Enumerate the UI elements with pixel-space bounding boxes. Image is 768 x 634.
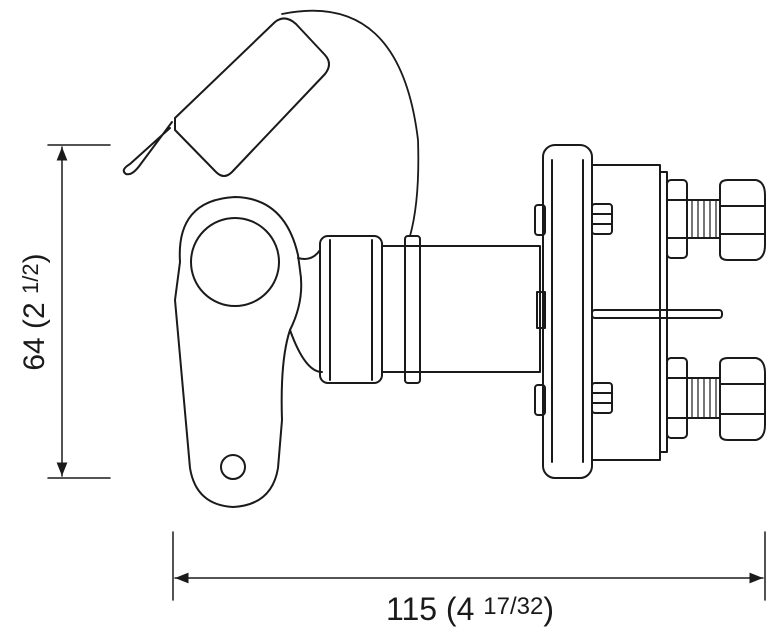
pin [591, 309, 723, 319]
terminal-stud-top [666, 179, 766, 261]
tether-wire [281, 9, 420, 237]
key-handle [174, 196, 323, 508]
width-dimension: 115 (4 17/32) [172, 531, 766, 627]
screw-head-top [591, 203, 613, 235]
screw-head-bottom [591, 382, 613, 414]
handle-hole [190, 217, 280, 307]
terminal-stud-bottom [666, 357, 766, 441]
width-dimension-label: 115 (4 17/32) [386, 591, 554, 627]
retaining-ring [404, 235, 421, 384]
lanyard-hole [220, 454, 246, 480]
switch-shaft [319, 204, 546, 416]
height-dimension-label: 64 (2 1/2) [18, 253, 51, 370]
height-dimension: 64 (2 1/2) [18, 144, 111, 479]
dust-cap [122, 9, 420, 237]
switch-body [542, 144, 723, 479]
